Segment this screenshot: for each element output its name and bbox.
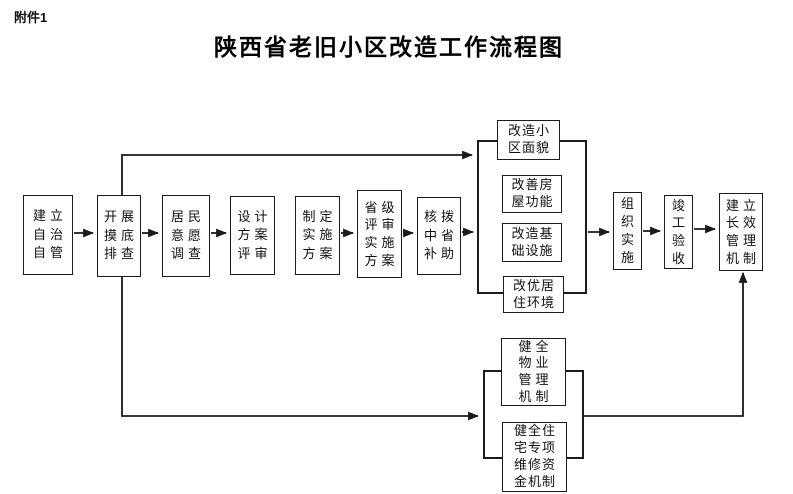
step-long-term-management: 建立 长效 管理 机制 <box>719 193 763 271</box>
page-title: 陕西省老旧小区改造工作流程图 <box>214 34 564 60</box>
step-organize-implementation: 组 织 实 施 <box>613 192 642 270</box>
step-resident-will-survey: 居民 意愿 调查 <box>162 195 210 277</box>
step-make-implementation-plan: 制定 实施 方案 <box>295 196 340 275</box>
arrow-investigation-to-renovation-top <box>121 150 474 195</box>
step-provincial-plan-review: 省级 评审 实施 方案 <box>357 190 402 278</box>
renovate-infrastructure-box: 改造基 础设施 <box>502 223 562 262</box>
arrow-investigation-to-mechanism-bottom <box>121 277 480 421</box>
step-completion-acceptance: 竣 工 验 收 <box>664 195 693 269</box>
step-allocate-subsidy: 核拨 中省 补助 <box>417 197 461 275</box>
renovation-group-frame <box>477 140 587 294</box>
improve-housing-function-box: 改善房 屋功能 <box>502 175 562 213</box>
improve-living-environment-box: 改优居 住环境 <box>503 276 564 313</box>
step-baseline-investigation: 开展 摸底 排查 <box>97 195 141 277</box>
step-establish-self-governance: 建立 自治 自管 <box>23 195 73 275</box>
attachment-label: 附件1 <box>14 10 48 25</box>
step-design-scheme-review: 设计 方案 评审 <box>230 196 275 275</box>
arrow-mechanism-to-longterm <box>584 271 748 417</box>
property-management-mechanism-box: 健全 物业 管理 机制 <box>501 338 566 406</box>
maintenance-fund-mechanism-box: 健全住 宅专项 维修资 金机制 <box>502 422 567 492</box>
renovate-community-appearance-box: 改造小 区面貌 <box>497 120 560 160</box>
